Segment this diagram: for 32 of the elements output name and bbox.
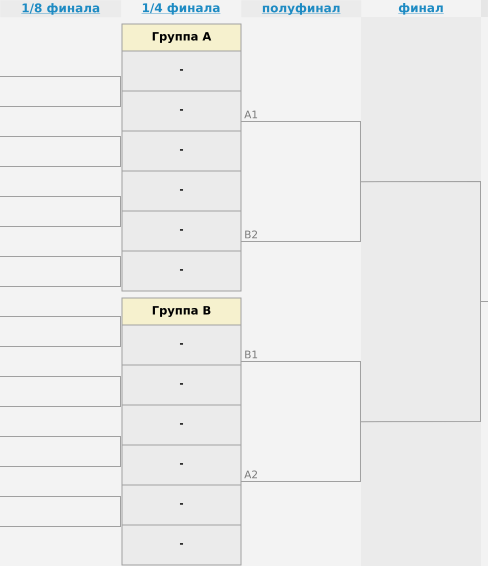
- table-row: -: [122, 210, 242, 252]
- bracket-line: [0, 76, 121, 107]
- bracket-line: [0, 436, 121, 467]
- table-row: -: [122, 50, 242, 92]
- table-row: -: [122, 90, 242, 132]
- bracket-line: [360, 301, 488, 422]
- bracket-line: [0, 496, 121, 527]
- table-row: -: [122, 250, 242, 292]
- table-row: -: [122, 170, 242, 212]
- bracket-line: [0, 196, 121, 227]
- node-label: -: [180, 543, 184, 545]
- slot-label: B2: [245, 230, 258, 238]
- group-header: Группа В: [122, 298, 242, 326]
- bracket-line: [0, 376, 121, 407]
- column-header: финал: [398, 2, 444, 15]
- bracket-line: [0, 256, 121, 287]
- table-row: -: [122, 524, 242, 566]
- table-row: -: [122, 130, 242, 172]
- bracket-line: [0, 316, 121, 347]
- table-row: -: [122, 324, 242, 366]
- bracket-line: [0, 136, 121, 167]
- column-header: 1/8 финала: [0, 0, 122, 18]
- table-row: -: [122, 364, 242, 406]
- slot-label: B1: [245, 350, 258, 358]
- column-header: 1/4 финала: [141, 2, 221, 15]
- slot-label: A2: [244, 470, 257, 478]
- group-header: Группа А: [122, 24, 242, 52]
- slot-label: A1: [244, 110, 258, 118]
- table-row: -: [122, 444, 242, 486]
- table-row: -: [122, 484, 242, 526]
- table-row: -: [122, 404, 242, 446]
- column-header: полуфинал: [241, 0, 362, 18]
